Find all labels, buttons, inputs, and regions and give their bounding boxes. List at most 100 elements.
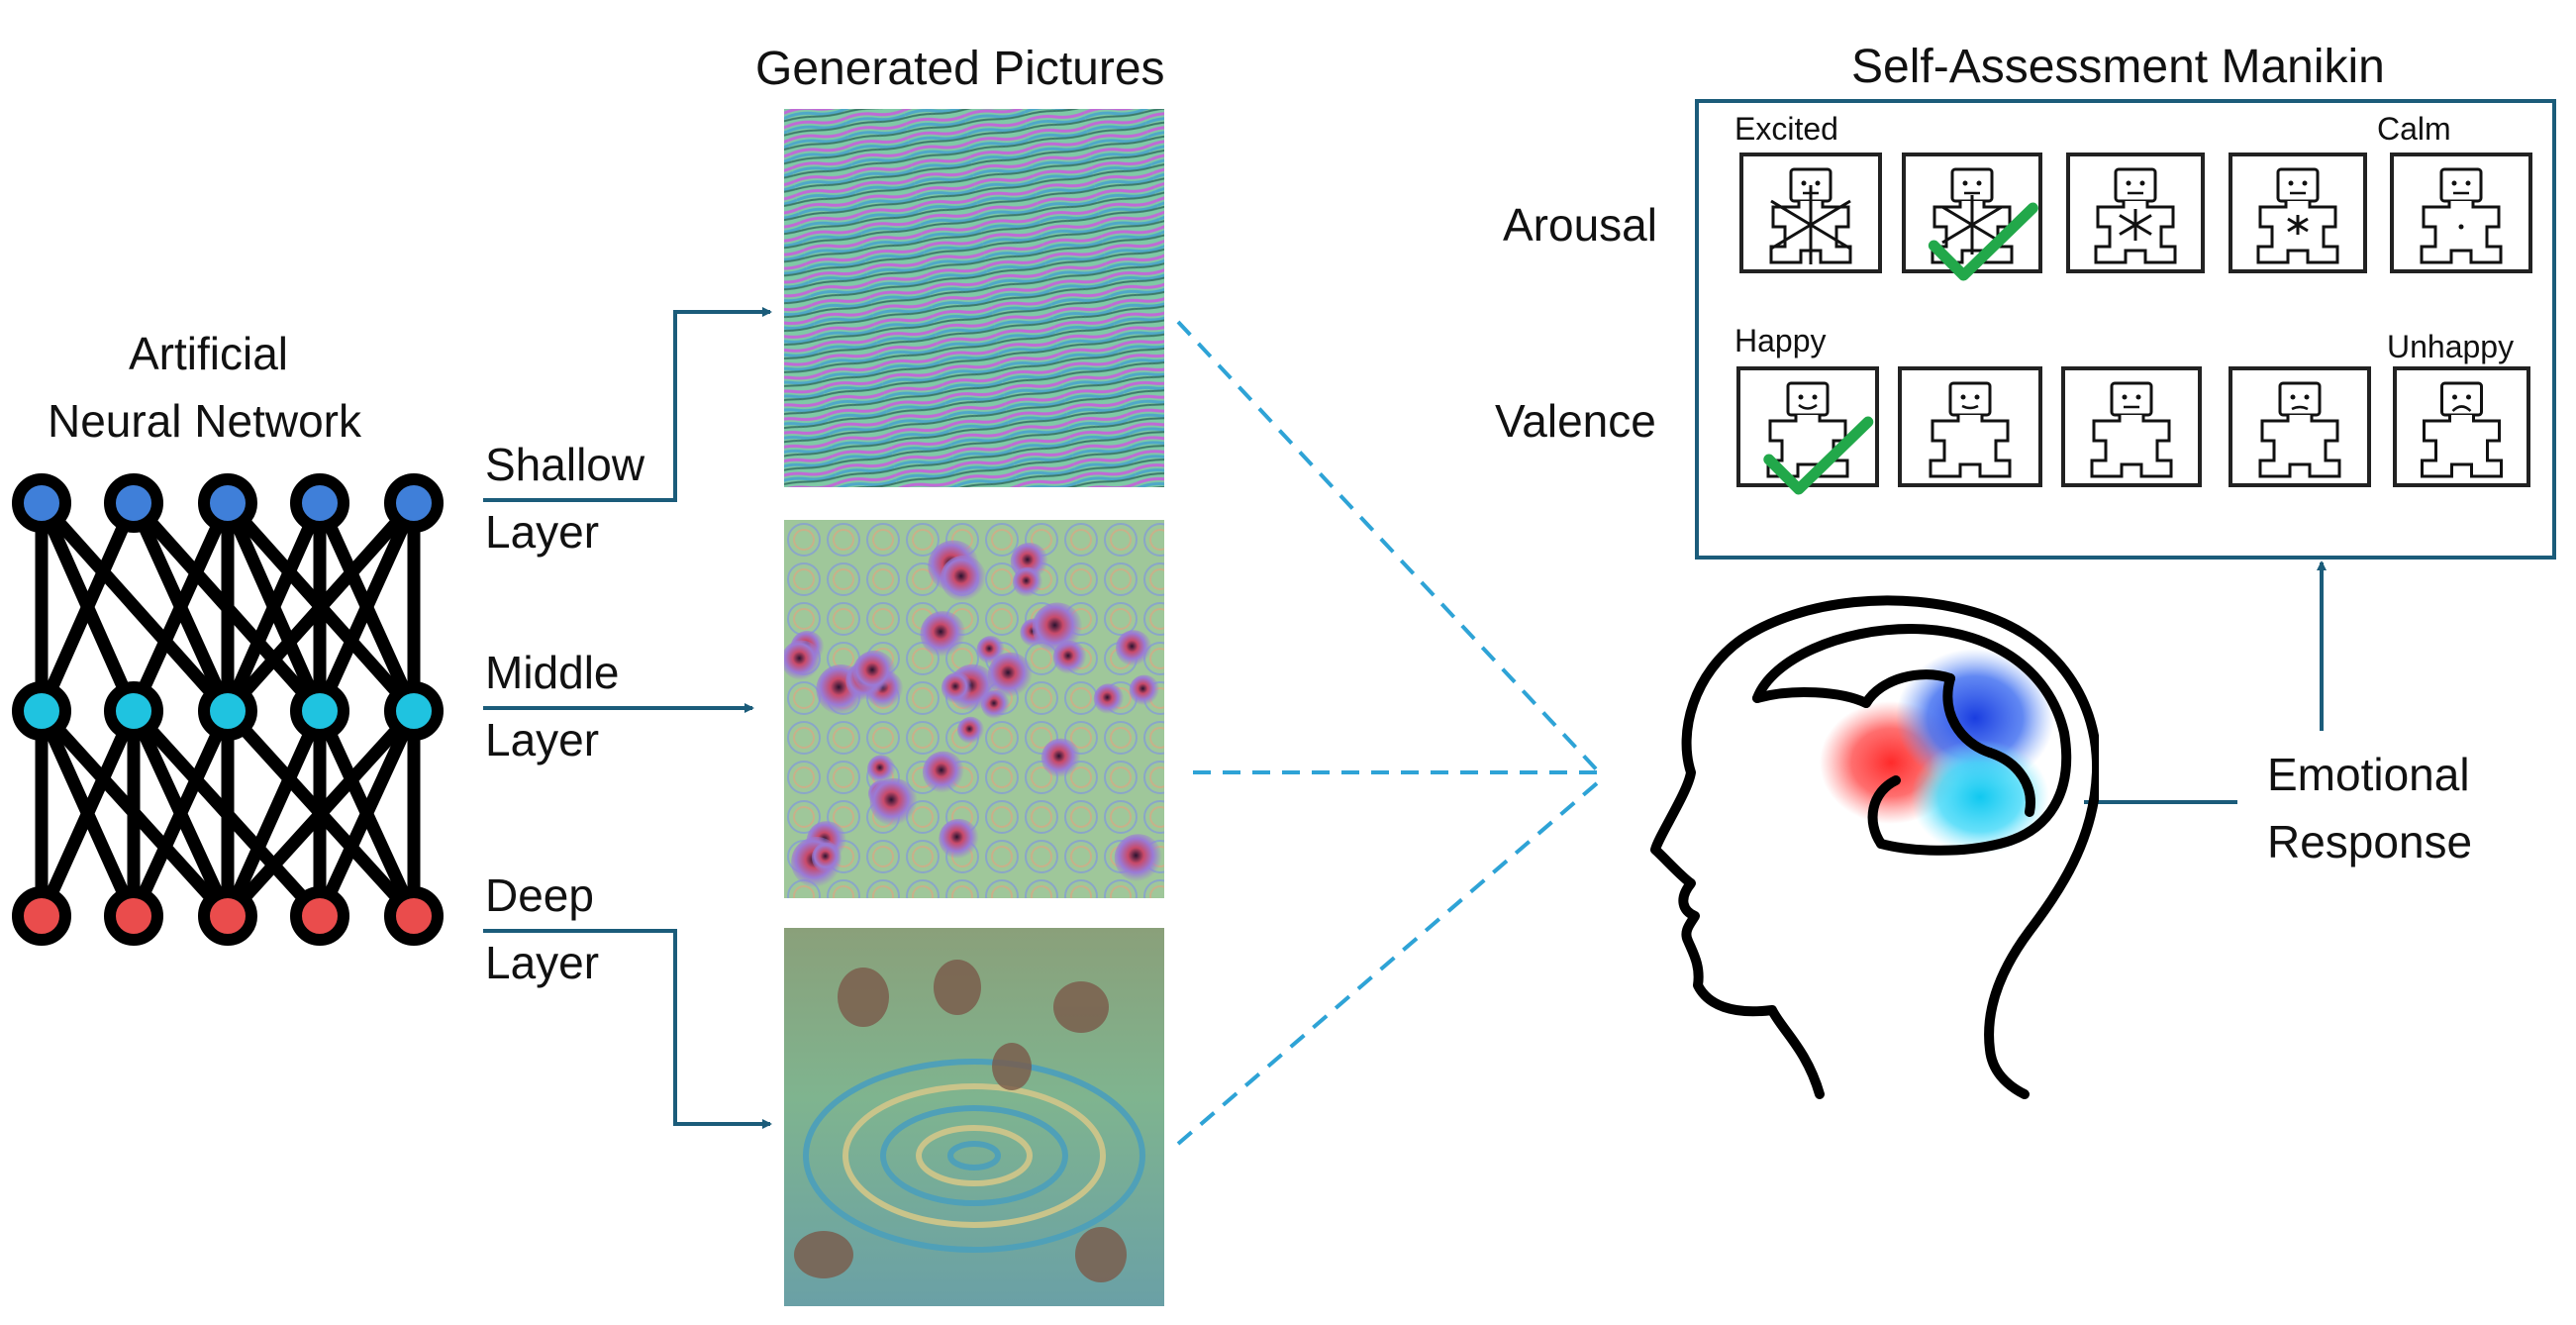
neural-network-graphic <box>12 473 444 946</box>
manikin-eye-right <box>1812 394 1818 400</box>
edge-bottom-12 <box>313 704 421 923</box>
manikin-eye-right <box>1976 180 1982 186</box>
manikin-mouth <box>1961 404 1979 410</box>
head-outline <box>1650 595 2099 1099</box>
manikin-head <box>2278 381 2322 417</box>
node-top-1 <box>12 473 71 533</box>
sam-valence-item-1 <box>1736 366 1879 495</box>
manikin-eye-right <box>1815 180 1821 186</box>
manikin-eye-left <box>1801 180 1807 186</box>
eye-blob-22 <box>941 671 973 704</box>
node-middle-5 <box>384 681 444 741</box>
sam-arousal-checkmark <box>1928 202 2038 281</box>
arousal-left-anchor: Excited <box>1734 111 1838 147</box>
eye-blob-11 <box>1129 674 1160 706</box>
manikin-eye-right <box>2465 180 2471 186</box>
eye-blob-5 <box>867 755 896 783</box>
emotional-response-line2: Response <box>2267 816 2473 867</box>
manikin-head <box>2110 381 2153 417</box>
valence-left-anchor: Happy <box>1734 323 1827 358</box>
manikin-mouth <box>2291 405 2309 411</box>
node-top-2 <box>104 473 163 533</box>
edge-top-15 <box>221 496 421 718</box>
sam-title: Self-Assessment Manikin <box>1851 41 2385 93</box>
head-brain-graphic <box>1650 595 2099 1099</box>
middle-layer-picture <box>784 520 1164 898</box>
manikin-head <box>2114 167 2157 203</box>
manikin-eye-left <box>2290 394 2296 400</box>
sam-valence-item-5 <box>2393 366 2530 487</box>
brain-fold-5 <box>1985 748 2035 817</box>
arousal-label: Arousal <box>1503 199 1657 251</box>
eye-blob-33 <box>940 555 987 602</box>
manikin-arousal-mark <box>2119 209 2152 241</box>
sam-panel: Excited Calm Happy Unhappy <box>1695 99 2556 560</box>
eye-blob-25 <box>1114 834 1162 882</box>
edge-top-2 <box>35 496 235 718</box>
node-top-5 <box>384 473 444 533</box>
manikin-eye-left <box>1960 394 1966 400</box>
eye-blob-0 <box>956 716 985 745</box>
manikin-eye-left <box>2451 180 2457 186</box>
manikin-head <box>2439 167 2483 203</box>
sam-arousal-item-2 <box>1902 153 2042 281</box>
edge-bottom-9 <box>221 704 327 923</box>
manikin-arousal-dot <box>2458 224 2464 230</box>
brain-fold-3 <box>1867 775 1901 849</box>
eye-blob-17 <box>1012 566 1043 598</box>
valence-right-anchor: Unhappy <box>2387 329 2515 364</box>
node-bottom-2 <box>104 886 163 946</box>
network-edges <box>35 496 421 923</box>
deep-layer-label-line1: Deep <box>485 869 594 921</box>
manikin-arousal-mark <box>2287 215 2309 235</box>
node-bottom-1 <box>12 886 71 946</box>
eye-blob-24 <box>869 777 918 826</box>
sam-valence-checkmark <box>1763 416 1874 495</box>
sam-manikin-grid <box>1736 153 2532 495</box>
arousal-right-anchor: Calm <box>2377 111 2451 147</box>
manikin-head <box>2440 381 2483 417</box>
deep-layer-label-line2: Layer <box>485 937 600 988</box>
eye-blob-26 <box>1040 738 1081 778</box>
eye-blob-15 <box>1093 683 1125 714</box>
node-bottom-4 <box>290 886 349 946</box>
brain-outline <box>1752 624 2072 856</box>
sam-arousal-item-5 <box>2390 153 2532 273</box>
shallow-dashed-line <box>1176 320 1606 779</box>
manikin-eye-left <box>2122 394 2128 400</box>
node-middle-2 <box>104 681 163 741</box>
node-top-4 <box>290 473 349 533</box>
eye-blob-32 <box>939 818 979 860</box>
eye-blob-3 <box>920 611 966 658</box>
manikin-eye-right <box>2304 394 2310 400</box>
brain-fold-4 <box>1942 673 1995 758</box>
edge-bottom-3 <box>35 704 141 923</box>
edge-top-10 <box>221 496 327 718</box>
emotional-response-line1: Emotional <box>2267 749 2470 800</box>
manikin-body <box>1929 415 2012 478</box>
edge-top-6 <box>127 496 235 718</box>
eye-blob-19 <box>922 751 964 793</box>
eye-blob-20 <box>1115 630 1152 666</box>
eye-blob-28 <box>852 650 896 694</box>
edge-bottom-14 <box>221 704 421 923</box>
eye-blob-14 <box>811 842 842 873</box>
edge-top-13 <box>313 496 421 718</box>
manikin-eye-right <box>1974 394 1980 400</box>
manikin-mouth <box>2451 405 2472 412</box>
node-top-3 <box>198 473 257 533</box>
manikin-arousal-mark <box>1941 195 2003 255</box>
brain-fold-1 <box>1752 687 1871 708</box>
eye-blob-16 <box>987 652 1034 698</box>
valence-label: Valence <box>1495 395 1656 447</box>
manikin-body <box>2090 415 2173 478</box>
manikin-head <box>1786 381 1830 417</box>
sam-valence-item-2 <box>1898 366 2042 487</box>
edge-bottom-15 <box>127 704 235 923</box>
manikin-body <box>2421 415 2503 478</box>
manikin-eye-left <box>1798 394 1804 400</box>
node-middle-4 <box>290 681 349 741</box>
node-middle-3 <box>198 681 257 741</box>
manikin-body <box>2258 415 2341 478</box>
shallow-layer-label-line1: Shallow <box>485 439 645 490</box>
